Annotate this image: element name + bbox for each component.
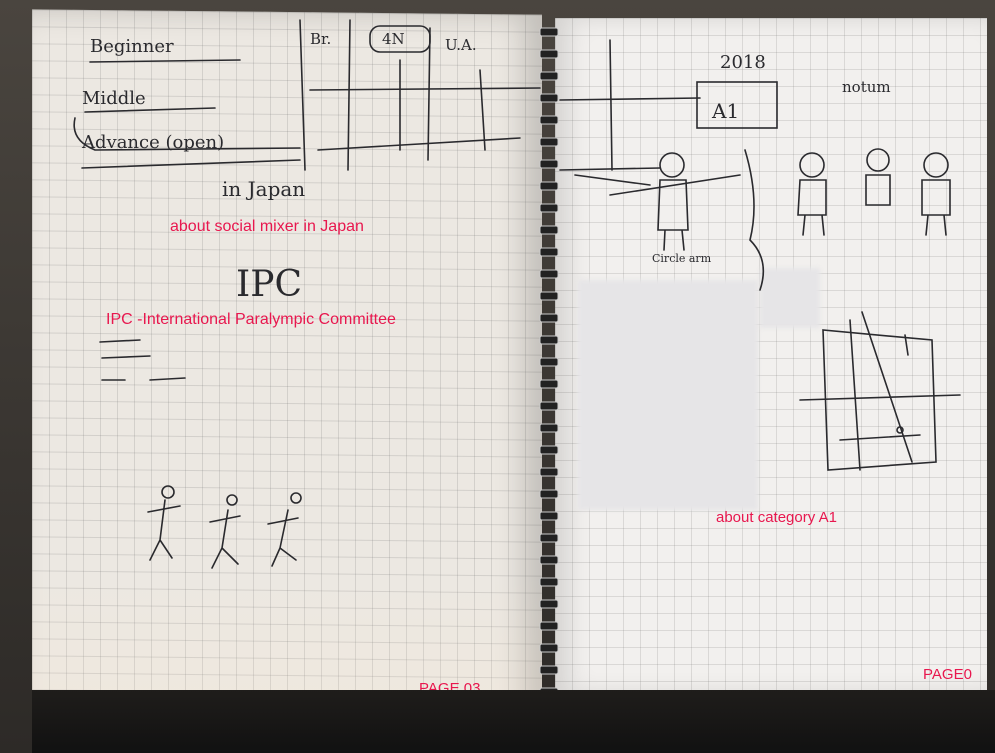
ipc-note: IPC [236, 264, 302, 305]
blurred-region [578, 280, 758, 510]
table-surface [32, 690, 995, 753]
list-item-beginner: Beginner [90, 36, 174, 57]
grid-header-br: Br. [310, 30, 331, 48]
in-japan-note: in Japan [222, 177, 305, 201]
grid-header-4n: 4N [382, 30, 405, 48]
figure-note: Circle arm [652, 252, 712, 265]
grid-header-ua: U.A. [445, 36, 477, 54]
list-item-middle: Middle [82, 88, 146, 109]
caption-social-mixer: about social mixer in Japan [170, 218, 364, 235]
caption-category-a1: about category A1 [716, 509, 837, 526]
caption-ipc: IPC -International Paralympic Committee [106, 311, 396, 328]
year-note: 2018 [720, 52, 766, 73]
blurred-region [760, 268, 820, 328]
boxed-label: A1 [711, 99, 739, 123]
right-note: notum [842, 78, 891, 96]
page-number-right: PAGE0 [923, 666, 972, 683]
list-item-advance: Advance (open) [81, 132, 224, 153]
spiral-binding [539, 27, 559, 697]
